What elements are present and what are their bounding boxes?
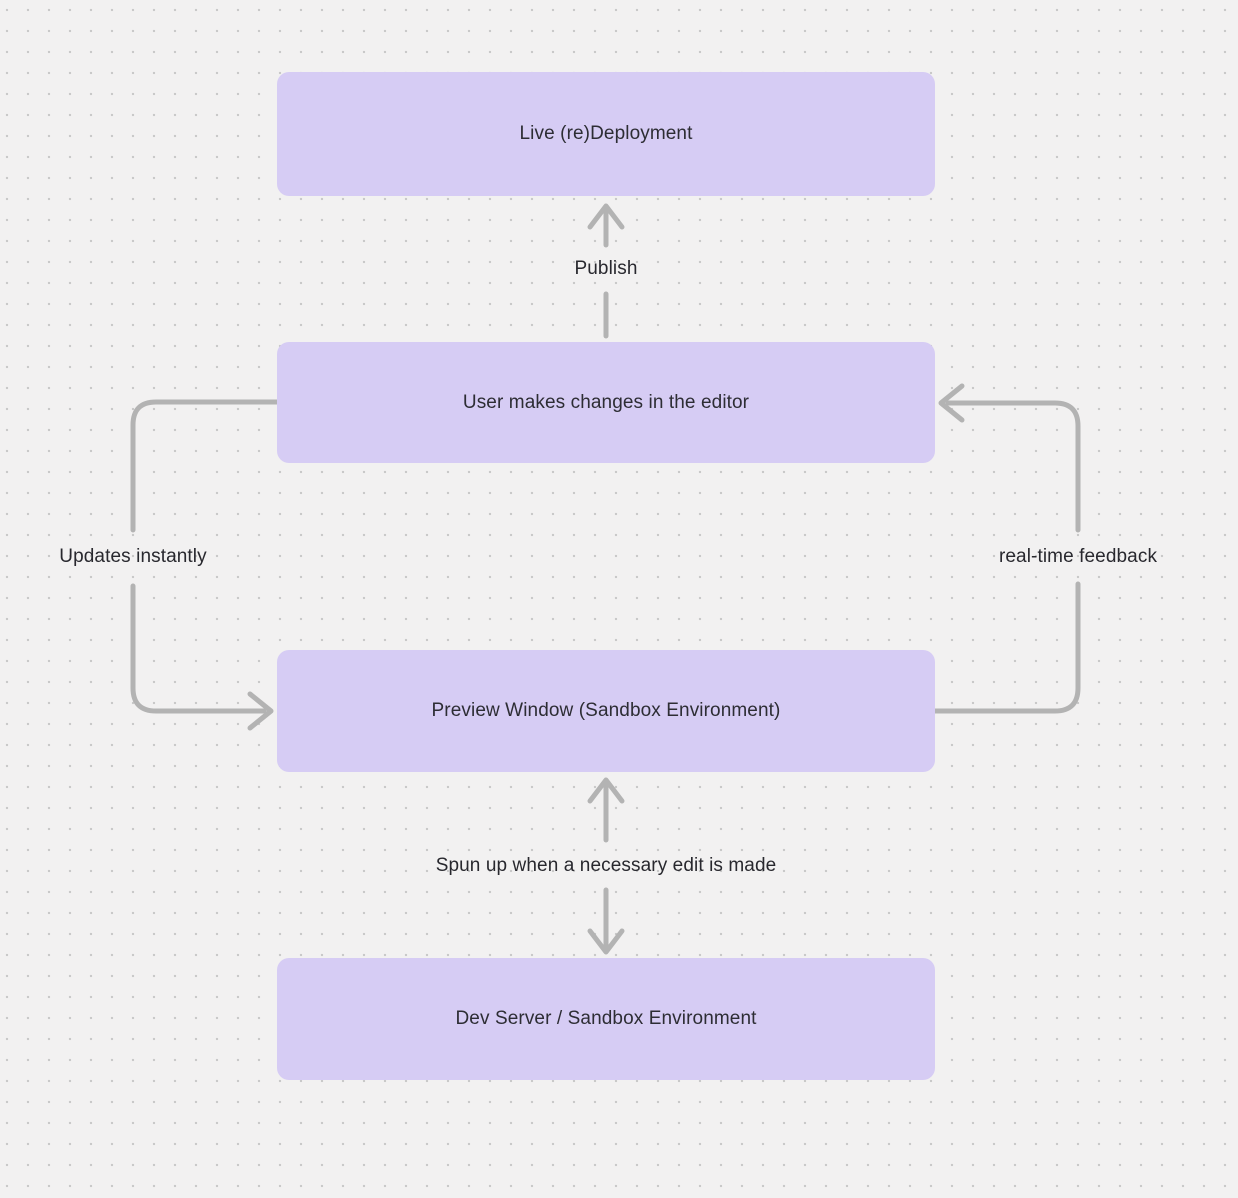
node-dev-server[interactable]: Dev Server / Sandbox Environment — [277, 958, 935, 1080]
edge-updates-segment-top — [130, 399, 280, 533]
arrowhead-left-icon — [938, 383, 965, 423]
arrowhead-right-icon — [247, 691, 274, 731]
arrowhead-up-icon — [587, 203, 625, 230]
node-label: Preview Window (Sandbox Environment) — [431, 700, 781, 721]
node-label: Live (re)Deployment — [519, 123, 693, 144]
node-preview-window[interactable]: Preview Window (Sandbox Environment) — [277, 650, 935, 772]
arrowhead-up-icon — [587, 777, 625, 804]
edge-label-updates-instantly: Updates instantly — [59, 546, 207, 567]
edge-label-publish: Publish — [574, 258, 638, 279]
edge-updates-segment-bottom — [130, 583, 267, 714]
edge-label-spun-up: Spun up when a necessary edit is made — [435, 855, 777, 876]
node-label: Dev Server / Sandbox Environment — [455, 1008, 757, 1029]
node-label: User makes changes in the editor — [462, 391, 750, 413]
node-editor-changes[interactable]: User makes changes in the editor — [277, 342, 935, 463]
arrowhead-down-icon — [587, 928, 625, 955]
edge-label-realtime-feedback: real-time feedback — [998, 546, 1158, 567]
edge-realtime-segment-top — [945, 400, 1081, 533]
edge-realtime-segment-bottom — [932, 581, 1081, 714]
node-live-redeployment[interactable]: Live (re)Deployment — [277, 72, 935, 196]
